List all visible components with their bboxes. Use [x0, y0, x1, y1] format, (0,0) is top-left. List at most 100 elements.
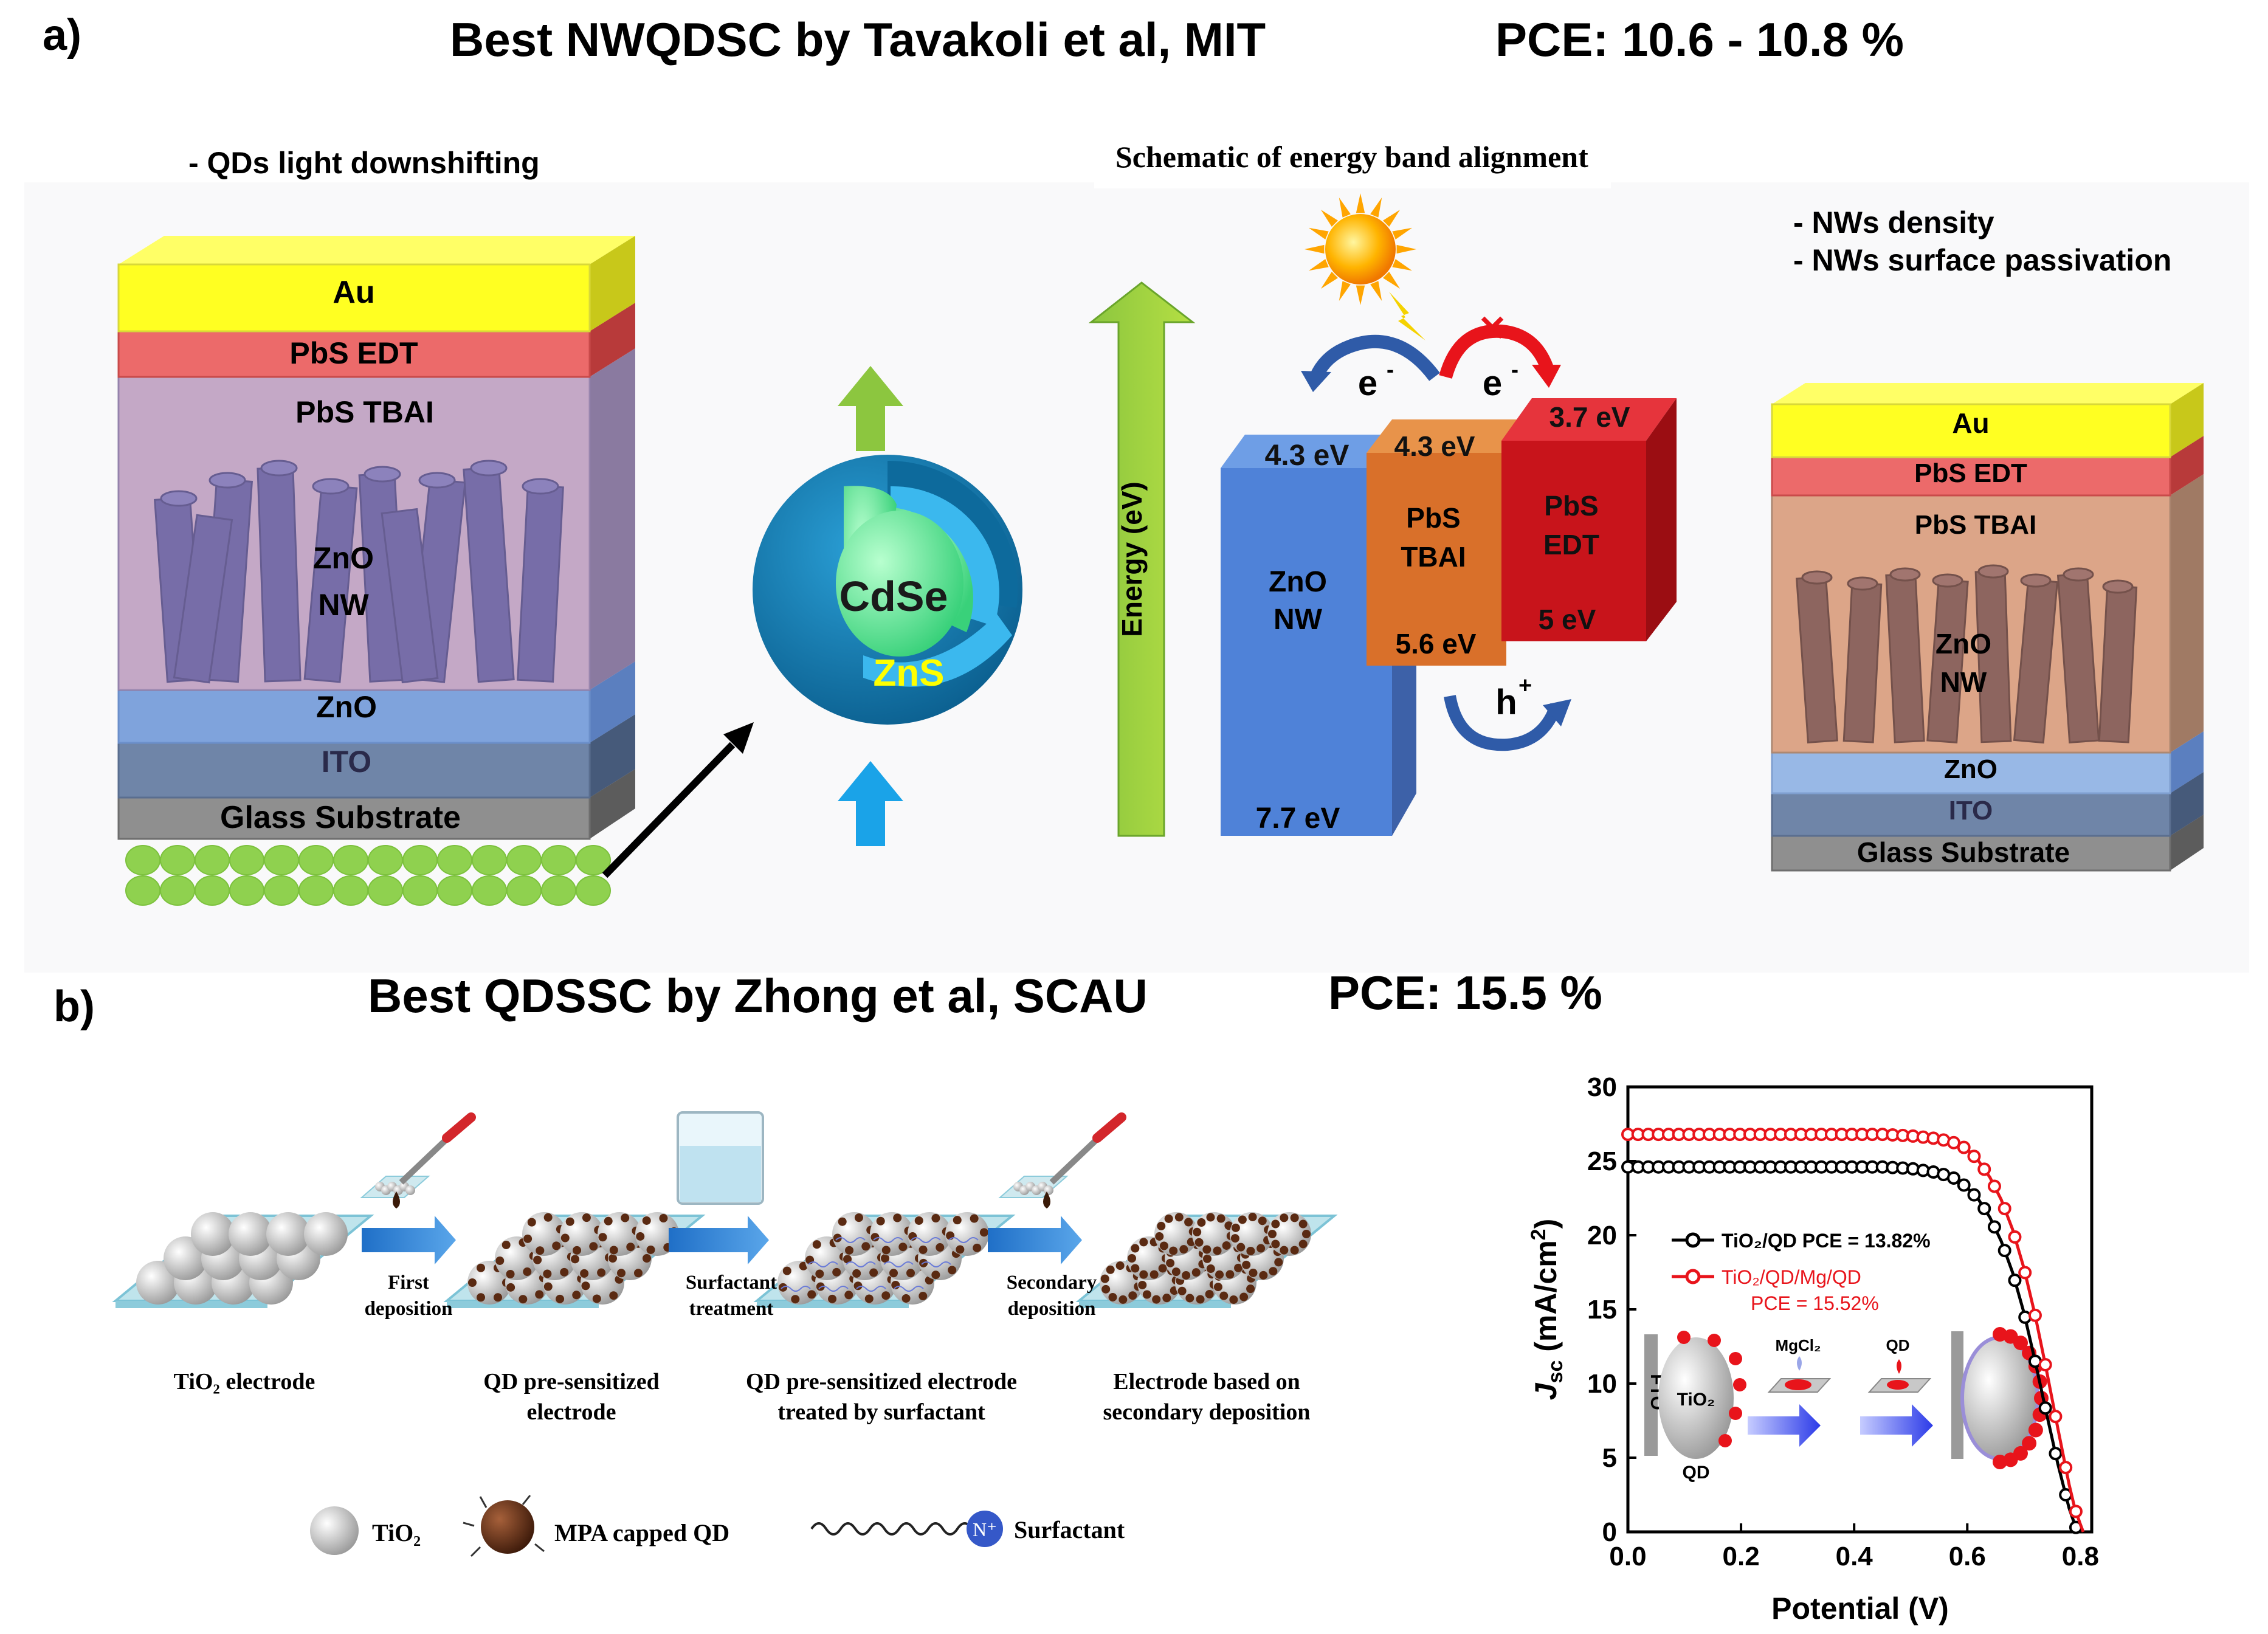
qd-particle	[535, 1290, 544, 1299]
qd-particle	[1108, 1292, 1117, 1301]
surfactant-strand	[835, 1237, 866, 1243]
data-point	[2059, 1461, 2073, 1475]
qd-particle	[617, 1269, 626, 1278]
qd-particle	[609, 1246, 618, 1255]
electron-label-2: e	[1483, 364, 1502, 403]
qd-particle	[1268, 1230, 1277, 1238]
qd-dot	[195, 875, 230, 906]
qd-particle	[477, 1293, 485, 1302]
left-nw-label-1: ZnO	[313, 541, 374, 575]
electron-label-1: e	[1358, 364, 1377, 403]
qd-dot	[541, 845, 576, 875]
qd-particle	[854, 1213, 863, 1222]
qd-particle	[901, 1294, 911, 1303]
step-1-line-2: deposition	[365, 1298, 453, 1320]
zno-band-name-2: NW	[1274, 604, 1323, 636]
qd-particle	[973, 1243, 982, 1252]
data-point	[1967, 1150, 1981, 1163]
data-point	[1967, 1188, 1981, 1202]
x-tick-label: 0.6	[1949, 1542, 1986, 1571]
qd-particle	[597, 1268, 606, 1277]
qd-particle	[1185, 1294, 1194, 1303]
qd-particle	[1184, 1218, 1193, 1227]
sun-ray	[1339, 281, 1351, 301]
data-point	[2038, 1358, 2052, 1372]
tio2-sphere	[266, 1212, 310, 1256]
qd-particle	[502, 1240, 511, 1249]
qd-dot	[298, 875, 334, 906]
dropper-bulb	[442, 1112, 476, 1143]
qd-dot	[541, 875, 576, 906]
qd-particle	[1158, 1264, 1167, 1273]
qd-particle	[1290, 1213, 1299, 1222]
qd-particle	[1138, 1280, 1147, 1289]
excitation-arrow	[838, 761, 903, 846]
caption-surfactant-treated-1: QD pre-sensitized electrode	[746, 1369, 1017, 1394]
qd-particle	[1193, 1227, 1202, 1236]
sun-icon	[1305, 193, 1425, 340]
x-tick-label: 0.8	[2062, 1542, 2099, 1571]
left-device-stack: Au PbS EDT PbS TBAI ZnO NW ZnO ITO Glass…	[117, 236, 635, 840]
qd-dot	[195, 845, 230, 875]
qd-particle	[1239, 1292, 1249, 1301]
qd-particle	[1256, 1244, 1266, 1253]
surfactant-strand	[911, 1237, 941, 1243]
qd-particle	[1182, 1270, 1191, 1280]
tbai-band-name-1: PbS	[1406, 502, 1460, 534]
tbai-top-energy: 4.3 eV	[1394, 430, 1475, 462]
qd-particle	[1171, 1267, 1181, 1277]
inset-arrow-2	[1860, 1404, 1933, 1447]
qd-particle	[571, 1255, 580, 1264]
surfactant-strand	[873, 1237, 903, 1243]
qd-particle	[523, 1234, 533, 1243]
qd-particle	[519, 1295, 528, 1304]
qd-particle	[791, 1295, 800, 1304]
qd-particle	[1298, 1239, 1308, 1249]
data-point	[1997, 1202, 2011, 1216]
qd-dot	[333, 845, 368, 875]
qd-particle	[1196, 1295, 1205, 1304]
qd-particle	[956, 1245, 965, 1254]
qd-particle	[468, 1278, 477, 1287]
qd-particle	[1159, 1241, 1168, 1250]
left-layer-zno: ZnO	[316, 690, 377, 724]
qd-particle	[1298, 1219, 1308, 1229]
qd-particle	[646, 1245, 655, 1254]
qd-particle	[1118, 1295, 1128, 1304]
edt-bottom-energy: 5 eV	[1539, 604, 1596, 635]
qd-particle	[1302, 1230, 1311, 1238]
core-shell-quantum-dot: CdSe ZnS	[753, 455, 1022, 725]
inset-fto-plate	[1644, 1334, 1658, 1456]
sun-ray	[1309, 227, 1329, 240]
sun-ray	[1383, 272, 1401, 289]
qd-particle	[592, 1294, 601, 1303]
qd-particle	[560, 1267, 569, 1277]
chart-xlabel: Potential (V)	[1771, 1591, 1949, 1625]
qd-particle	[636, 1232, 645, 1241]
surfactant-strand	[948, 1237, 979, 1243]
qd-particle	[1164, 1214, 1173, 1223]
band-alignment-title: Schematic of energy band alignment	[1115, 140, 1588, 174]
surfactant-strand	[883, 1261, 914, 1267]
left-layer-ito: ITO	[322, 745, 371, 779]
qd-particle	[1230, 1234, 1239, 1243]
qd-particle	[1155, 1232, 1164, 1241]
block-x-icon: ✕	[1478, 309, 1508, 348]
qd-particle	[1274, 1258, 1283, 1267]
inset-qd-dot	[2022, 1436, 2037, 1451]
qd-particle	[812, 1240, 821, 1249]
qd-particle	[609, 1291, 618, 1300]
qd-particle	[1259, 1270, 1268, 1280]
qd-particle	[608, 1254, 617, 1263]
edt-band-name-1: PbS	[1544, 490, 1598, 522]
x-tick-label: 0.4	[1836, 1542, 1873, 1571]
sun-ray	[1370, 281, 1382, 301]
qd-particle	[1219, 1291, 1229, 1300]
qd-particle	[881, 1291, 891, 1300]
surfactant-strand	[781, 1286, 811, 1292]
qd-particle	[853, 1281, 863, 1291]
surfactant-strand	[808, 1261, 838, 1267]
qd-particle	[1191, 1268, 1201, 1277]
legend-marker-black	[1685, 1232, 1701, 1248]
